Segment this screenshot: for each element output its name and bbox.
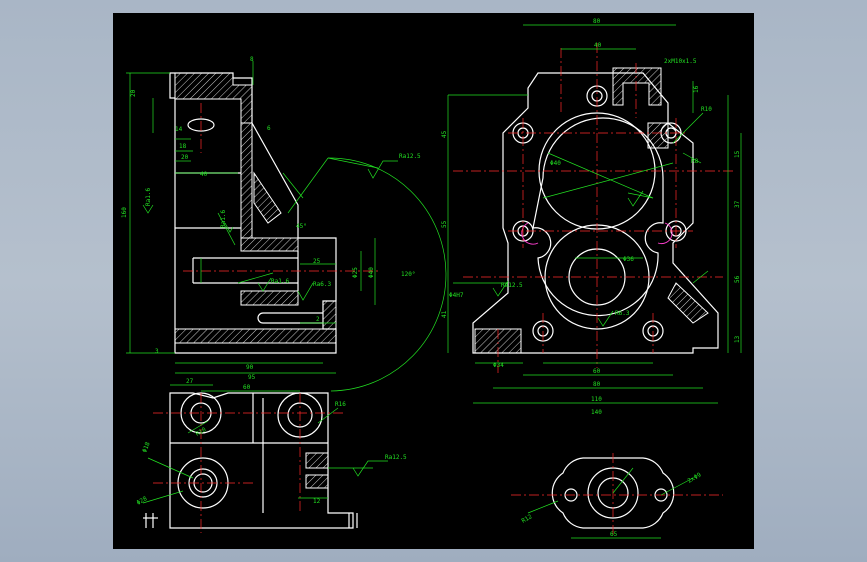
dim-front-40: 40 <box>200 171 208 178</box>
dim-side-80: 80 <box>593 18 601 25</box>
dim-top-60: 60 <box>243 384 251 391</box>
side-hatch-top <box>612 67 662 106</box>
top-view: 27 60 R16 R10 Φ18 Φ28 Ra12.5 12 <box>136 378 407 533</box>
cad-drawing-viewport[interactable]: 20 14 18 20 40 6 8 160 45° Ra12.5 Ra1.6 … <box>113 13 754 549</box>
dim-side-phi36: Φ36 <box>623 256 634 263</box>
dim-front-3-bottom: 3 <box>155 348 159 355</box>
dim-front-120deg: 120° <box>401 271 415 278</box>
dim-side-56: 56 <box>734 275 741 283</box>
roughness-front-6-3: Ra6.3 <box>313 281 331 288</box>
dim-side-60: 60 <box>593 368 601 375</box>
dim-front-2: 2 <box>316 316 320 323</box>
top-hatch-a <box>305 452 329 469</box>
dim-front-14: 14 <box>175 126 183 133</box>
dim-side-41: 41 <box>441 310 448 318</box>
side-hatch-rib <box>667 282 709 324</box>
side-hatch-foot <box>474 328 522 354</box>
dim-top-R16: R16 <box>335 401 346 408</box>
dim-flange-R12: R12 <box>521 513 534 525</box>
side-outline <box>472 72 719 354</box>
dim-side-40: 40 <box>594 42 602 49</box>
roughness-top-12-5: Ra12.5 <box>385 454 407 461</box>
roughness-front-1-6-a: Ra1.6 <box>145 188 152 206</box>
flange-outline <box>551 457 675 529</box>
dim-side-140: 140 <box>591 409 602 416</box>
dim-side-55: 55 <box>441 220 448 228</box>
dim-side-R6-3: R6.3 <box>615 310 630 317</box>
front-section-view: 20 14 18 20 40 6 8 160 45° Ra12.5 Ra1.6 … <box>121 56 447 392</box>
dim-front-20: 20 <box>181 154 189 161</box>
side-view: 80 40 2xM10x1.5 16 45 R10 55 37 56 13 41… <box>441 18 742 416</box>
front-hatch-rib <box>253 171 282 224</box>
dim-side-110: 110 <box>591 396 602 403</box>
dim-front-18: 18 <box>179 143 187 150</box>
flange-view: R12 2xΦ9 65 <box>511 453 723 539</box>
dim-side-phi40: Φ40 <box>550 160 561 167</box>
side-body-inner <box>532 117 664 317</box>
side-hatch-hole <box>647 122 669 149</box>
dim-top-phi28: Φ28 <box>136 495 149 507</box>
dim-front-20-vert: 20 <box>130 89 137 97</box>
top-hatch-b <box>305 474 329 489</box>
dim-side-80-bottom: 80 <box>593 381 601 388</box>
roughness-front-12-5: Ra12.5 <box>399 153 421 160</box>
dim-front-phi25: Φ25 <box>352 267 359 278</box>
roughness-side-12-5: Ra12.5 <box>501 282 523 289</box>
dim-front-6: 6 <box>267 125 271 132</box>
dim-top-12: 12 <box>313 498 321 505</box>
front-hatch-right <box>322 300 337 330</box>
dim-side-37: 37 <box>734 200 741 208</box>
dim-side-16: 16 <box>693 85 700 93</box>
dim-side-15: 15 <box>734 150 741 158</box>
cad-drawing: 20 14 18 20 40 6 8 160 45° Ra12.5 Ra1.6 … <box>121 18 742 539</box>
dim-side-13: 13 <box>734 335 741 343</box>
front-hatch-boss-top <box>240 237 299 252</box>
roughness-front-1-6-c: Ra1.6 <box>271 278 289 285</box>
dim-top-R10: R10 <box>195 426 208 438</box>
dim-top-phi18: Φ18 <box>141 441 151 454</box>
front-outline <box>169 72 337 354</box>
dim-side-R8: R8 <box>691 158 699 165</box>
front-hatch-boss-bot <box>240 290 299 306</box>
dim-side-phi34: Φ34 <box>493 362 504 369</box>
dim-top-27: 27 <box>186 378 194 385</box>
dim-side-2xM10: 2xM10x1.5 <box>664 58 697 65</box>
dim-flange-65: 65 <box>610 531 618 538</box>
dim-side-phi4h7: Φ4H7 <box>449 292 464 299</box>
dim-front-160: 160 <box>121 207 128 218</box>
front-hatch-bottom <box>174 328 337 344</box>
dim-front-90: 90 <box>246 364 254 371</box>
front-hatch-wall <box>240 122 253 239</box>
dim-front-95: 95 <box>248 374 256 381</box>
dim-front-8: 8 <box>250 56 254 63</box>
dim-flange-2xphi9: 2xΦ9 <box>687 471 703 484</box>
dim-side-R10: R10 <box>701 106 712 113</box>
dim-front-45deg: 45° <box>296 223 307 230</box>
front-hatch-top <box>174 72 253 124</box>
dim-front-phi40: Φ40 <box>368 267 375 278</box>
roughness-front-1-6-b: Ra1.6 <box>220 210 227 228</box>
dim-front-25: 25 <box>313 258 321 265</box>
dim-side-45: 45 <box>441 130 448 138</box>
